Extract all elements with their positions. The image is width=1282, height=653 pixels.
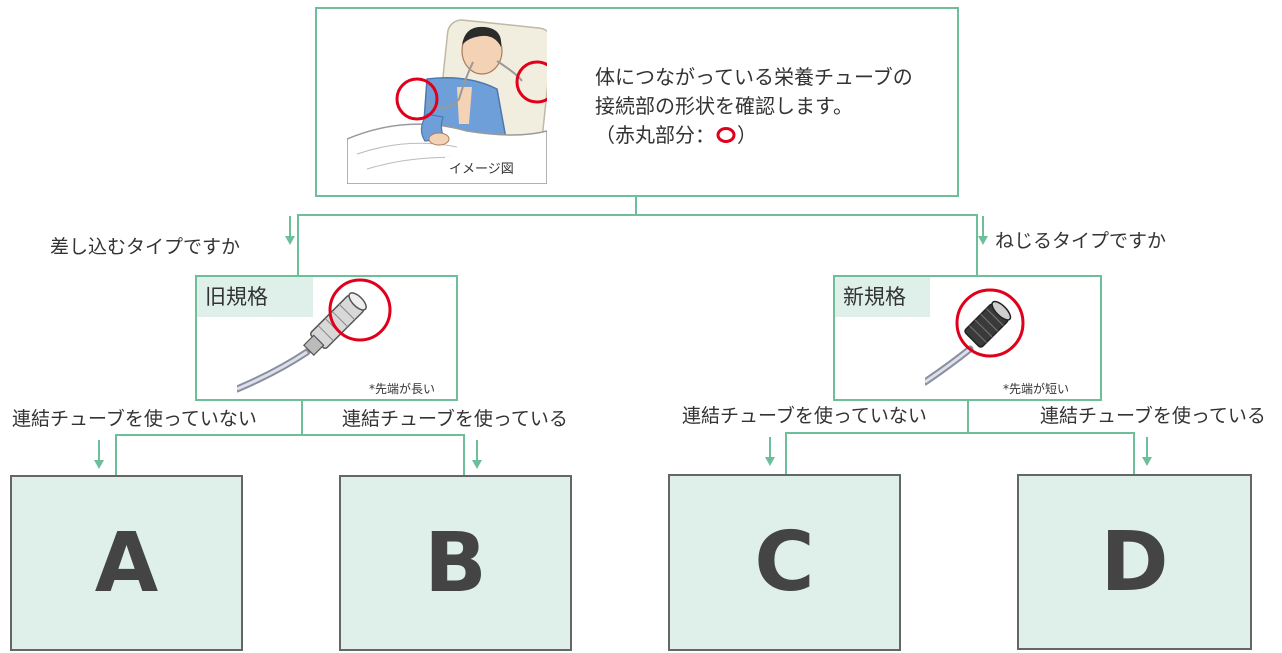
new-branch-right-drop — [1133, 432, 1135, 474]
new-no-tube-label: 連結チューブを使っていない — [682, 405, 927, 427]
feeding-tube-2 — [496, 60, 523, 82]
arrow-left-question — [285, 216, 295, 245]
connector-left-drop — [297, 214, 299, 275]
arrow-new-no-tube — [765, 437, 775, 466]
intro-line-3-suffix: ） — [737, 123, 757, 147]
old-standard-title: 旧規格 — [197, 277, 313, 317]
highlight-circle-left — [395, 77, 439, 121]
connector-right-drop — [976, 214, 978, 275]
old-with-tube-label: 連結チューブを使っている — [342, 408, 568, 430]
old-standard-box: 旧規格 *先端が長い — [195, 275, 458, 401]
feeding-tube — [426, 61, 474, 109]
old-branch-left-drop — [115, 434, 117, 475]
intro-line-3-prefix: （赤丸部分： — [595, 123, 715, 147]
patient-hand — [428, 132, 450, 146]
result-box-d: D — [1017, 474, 1252, 650]
red-circle-icon — [716, 127, 736, 143]
old-connector-illustration — [237, 278, 392, 393]
intro-line-3: （赤丸部分： ） — [595, 121, 757, 150]
right-question-label: ねじるタイプですか — [995, 230, 1167, 252]
left-question-label: 差し込むタイプですか — [50, 236, 241, 258]
connector-top-horizontal — [297, 214, 978, 216]
highlight-circle-right — [515, 60, 547, 104]
new-standard-title: 新規格 — [835, 277, 930, 317]
connector-top-stem — [635, 197, 637, 216]
new-highlight-circle — [955, 288, 1025, 358]
new-standard-note: *先端が短い — [1003, 382, 1070, 396]
old-no-tube-label: 連結チューブを使っていない — [12, 408, 257, 430]
arrow-new-with-tube — [1142, 437, 1152, 466]
new-branch-left-drop — [785, 432, 787, 474]
intro-box: イメージ図 体につながっている栄養チューブの 接続部の形状を確認します。 （赤丸… — [315, 7, 959, 197]
result-box-c: C — [668, 474, 901, 651]
patient-hair — [462, 26, 502, 47]
arrow-old-no-tube — [94, 440, 104, 469]
new-branch-horizontal — [785, 432, 1135, 434]
result-box-a: A — [10, 475, 243, 651]
old-stem — [301, 401, 303, 436]
new-connector-illustration — [925, 288, 1025, 386]
old-standard-note: *先端が長い — [369, 382, 436, 396]
old-branch-horizontal — [115, 434, 465, 436]
arrow-old-with-tube — [472, 440, 482, 469]
image-caption: イメージ図 — [445, 157, 518, 178]
new-standard-box: 新規格 *先端が短い — [833, 275, 1102, 401]
old-highlight-circle — [328, 278, 392, 342]
old-branch-right-drop — [463, 434, 465, 475]
patient-illustration — [347, 19, 547, 184]
new-stem — [967, 401, 969, 434]
arrow-right-question — [978, 216, 988, 245]
intro-line-2: 接続部の形状を確認します。 — [595, 94, 853, 118]
new-with-tube-label: 連結チューブを使っている — [1040, 405, 1266, 427]
result-box-b: B — [339, 475, 572, 651]
intro-line-1: 体につながっている栄養チューブの — [595, 65, 913, 89]
